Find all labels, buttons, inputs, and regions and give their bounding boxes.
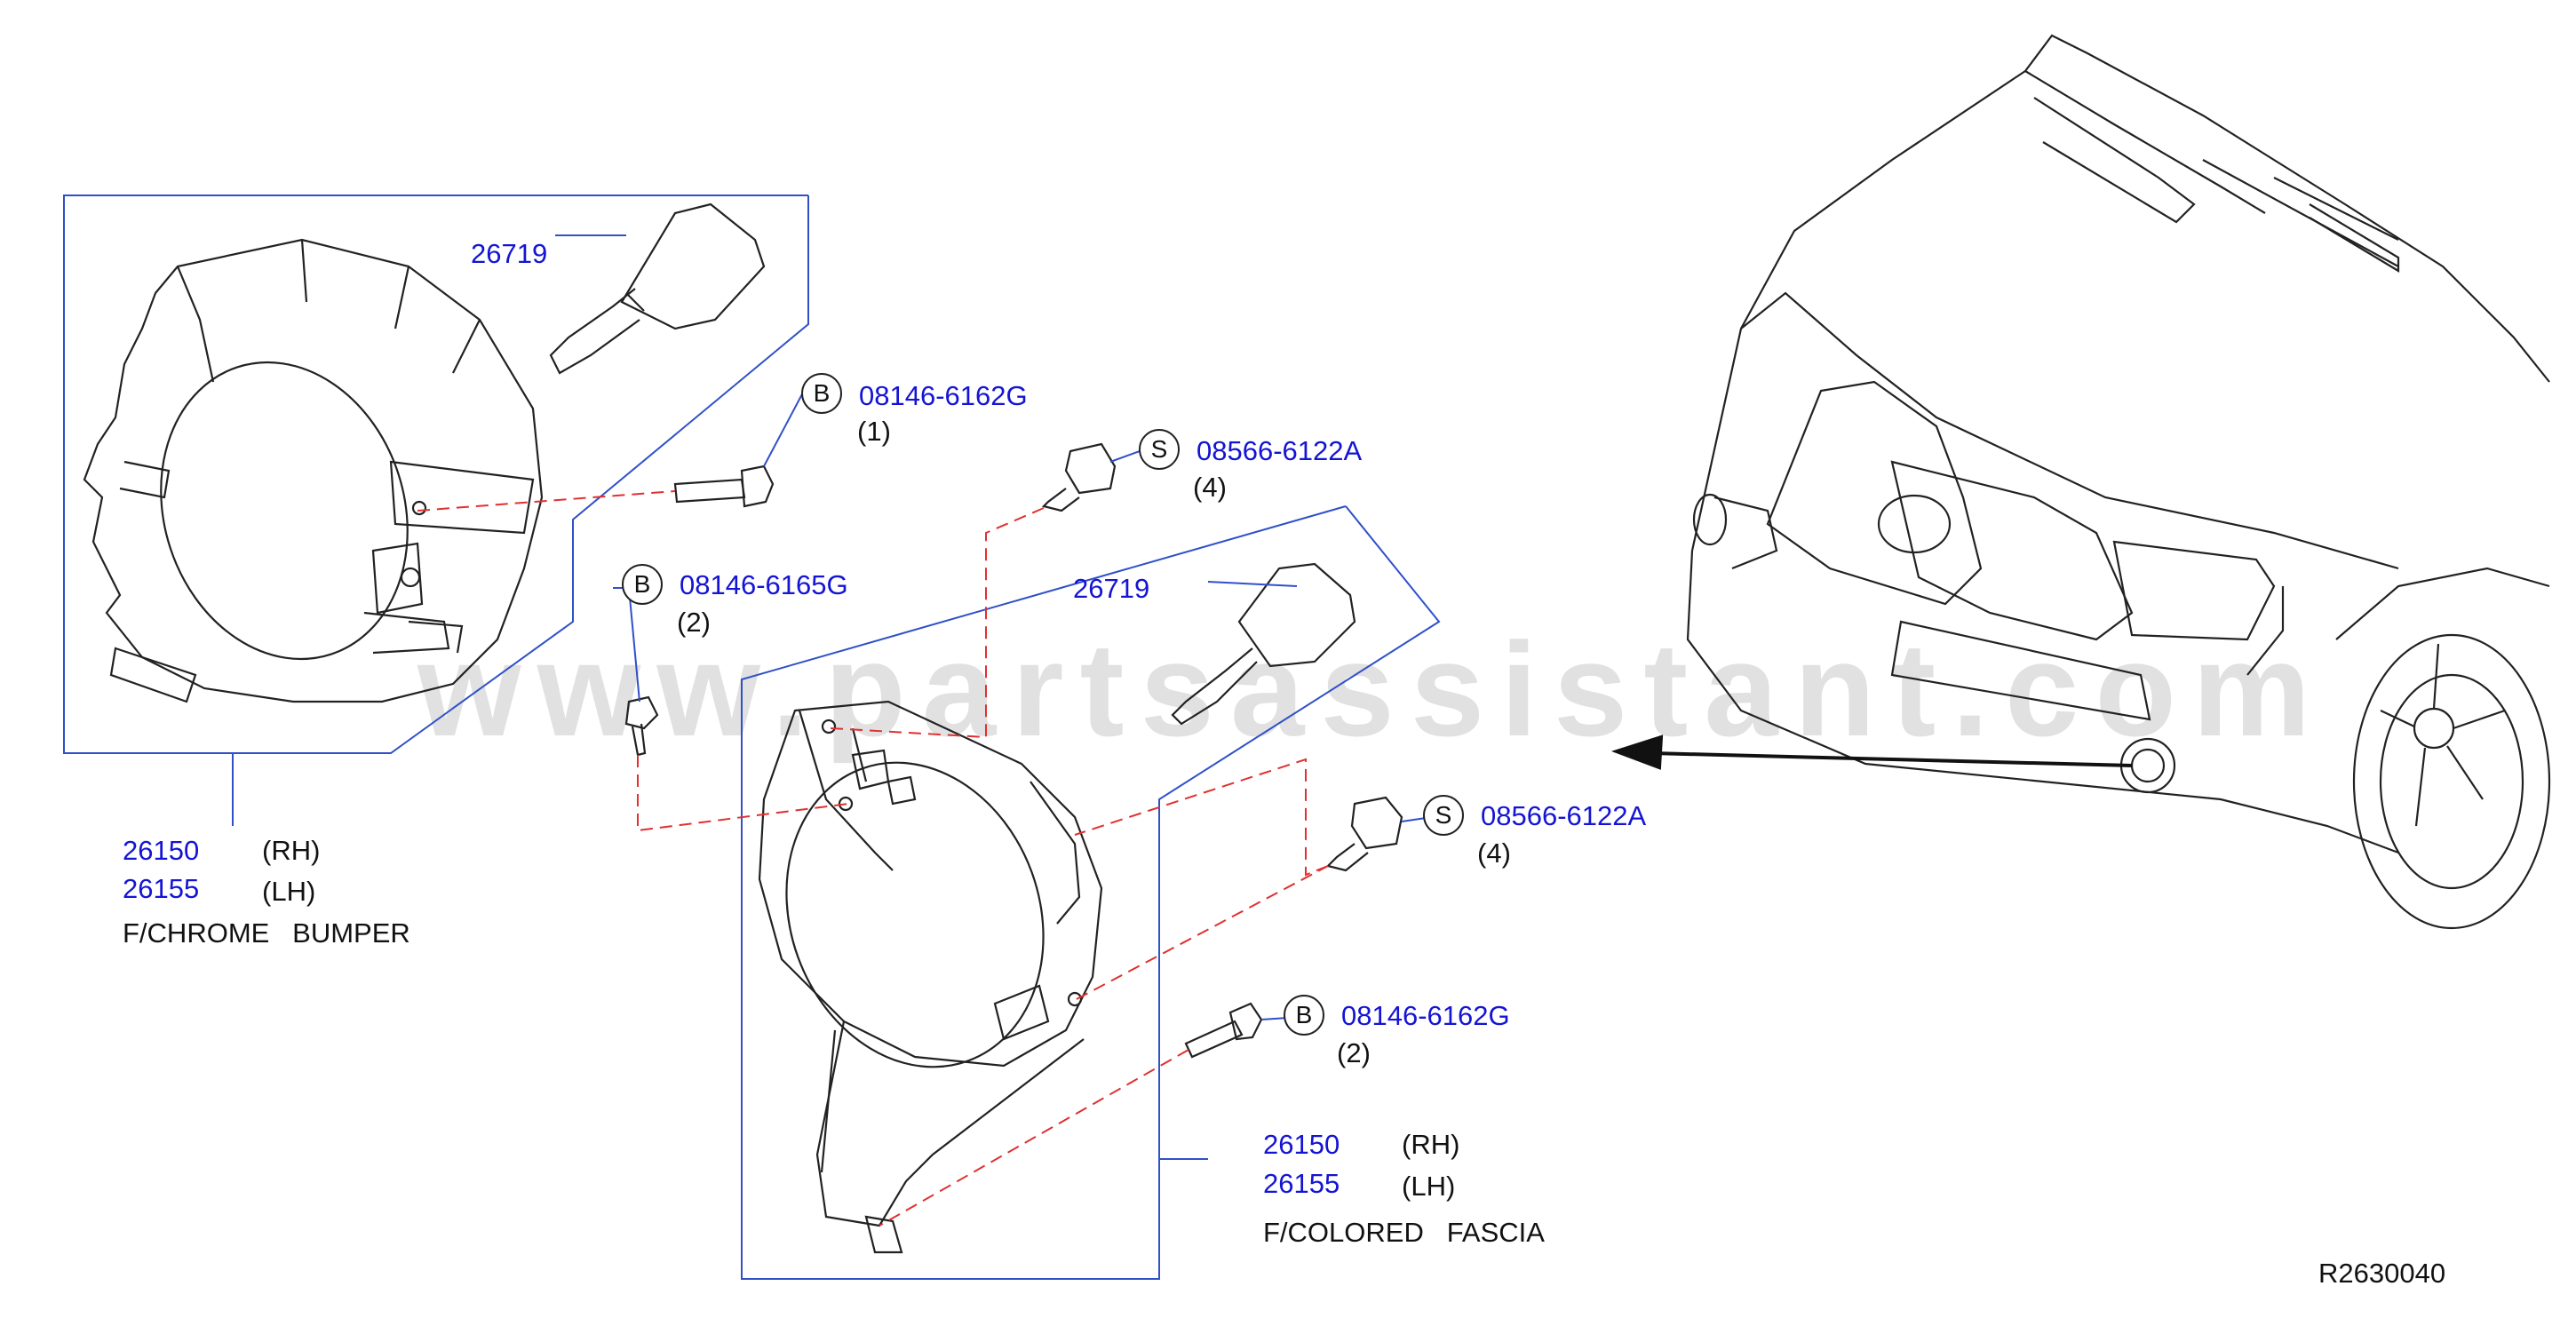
clip-right-drawing <box>1325 796 1403 872</box>
colored-rh-label: (RH) <box>1402 1129 1460 1160</box>
colored-lamp-housing <box>758 700 1103 1254</box>
leader-lines <box>232 234 1433 1160</box>
fastener-symbol-b3: B <box>1284 995 1324 1036</box>
colored-lamp-lh-part: 26155 <box>1263 1168 1340 1199</box>
diagram-code: R2630040 <box>2318 1258 2446 1289</box>
location-arrow <box>1610 734 2133 770</box>
fastener-part-b3: 08146-6162G <box>1341 1000 1510 1031</box>
fastener-qty-b1: (1) <box>857 416 891 447</box>
fastener-symbol-s2: S <box>1423 795 1464 836</box>
chrome-variant: F/CHROME BUMPER <box>123 917 410 949</box>
chrome-lamp-housing <box>83 238 544 703</box>
dashed-lines <box>417 490 1329 1227</box>
fastener-part-b2: 08146-6165G <box>680 569 848 600</box>
colored-group-frame <box>741 505 1441 1280</box>
fastener-symbol-b1: B <box>801 373 842 414</box>
fastener-qty-b2: (2) <box>677 607 711 638</box>
fastener-part-s2: 08566-6122A <box>1481 800 1647 831</box>
colored-variant: F/COLORED FASCIA <box>1263 1217 1545 1248</box>
colored-lamp-rh-part: 26150 <box>1263 1129 1340 1160</box>
fastener-qty-b3: (2) <box>1337 1037 1371 1068</box>
fastener-part-b1: 08146-6162G <box>859 380 1028 411</box>
bolt-1-drawing <box>673 464 775 508</box>
colored-bulb-drawing <box>1171 562 1356 726</box>
fastener-part-s1: 08566-6122A <box>1197 435 1363 466</box>
bolt-3-drawing <box>1184 1002 1263 1059</box>
bolt-2-drawing <box>624 695 659 757</box>
clip-top-drawing <box>1041 442 1117 512</box>
fastener-qty-s1: (4) <box>1193 472 1227 503</box>
chrome-group-frame <box>63 195 809 754</box>
colored-lh-label: (LH) <box>1402 1171 1456 1202</box>
chrome-bulb-drawing <box>549 202 766 375</box>
chrome-rh-label: (RH) <box>262 835 321 866</box>
colored-bulb-part: 26719 <box>1073 573 1150 604</box>
fastener-symbol-s1: S <box>1139 429 1180 470</box>
chrome-lamp-rh-part: 26150 <box>123 835 200 866</box>
fastener-qty-s2: (4) <box>1477 838 1511 869</box>
vehicle-drawing <box>1686 34 2551 930</box>
watermark: www.partsassistant.com <box>417 615 2327 764</box>
chrome-bulb-part: 26719 <box>471 238 548 269</box>
chrome-lh-label: (LH) <box>262 876 316 907</box>
fastener-symbol-b2: B <box>622 564 663 605</box>
chrome-lamp-lh-part: 26155 <box>123 873 200 904</box>
